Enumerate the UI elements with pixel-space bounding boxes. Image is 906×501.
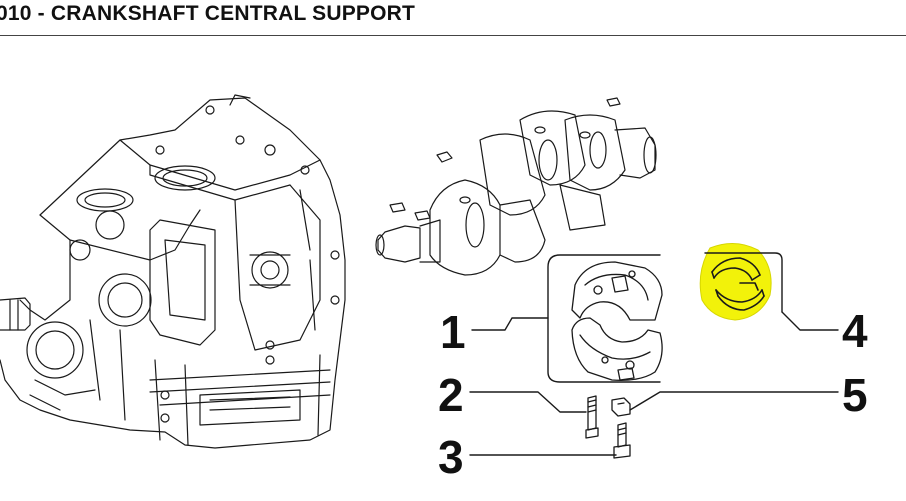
callout-2-label: 2 bbox=[438, 369, 464, 421]
bearing-shell-highlight bbox=[699, 243, 772, 321]
page-title: 010 - CRANKSHAFT CENTRAL SUPPORT bbox=[0, 2, 416, 25]
title-divider bbox=[0, 35, 906, 36]
callout-4-label: 4 bbox=[842, 305, 868, 357]
callout-5-leader bbox=[629, 391, 839, 411]
callout-1-label: 1 bbox=[440, 306, 466, 358]
crankshaft-illustration bbox=[375, 97, 657, 276]
central-support-illustration bbox=[571, 261, 663, 381]
long-bolt-illustration bbox=[585, 395, 599, 439]
engine-block-illustration bbox=[0, 94, 346, 449]
callout-1-leader bbox=[471, 317, 549, 331]
callout-5-label: 5 bbox=[842, 369, 868, 421]
callout-4-leader bbox=[781, 311, 839, 331]
short-bolt-illustration bbox=[613, 422, 631, 459]
callout-3-label: 3 bbox=[438, 431, 464, 483]
dowel-pin-illustration bbox=[611, 397, 631, 417]
callout-1-bracket bbox=[547, 254, 661, 383]
callout-2-leader bbox=[469, 391, 587, 413]
callout-4-bracket bbox=[704, 252, 783, 313]
